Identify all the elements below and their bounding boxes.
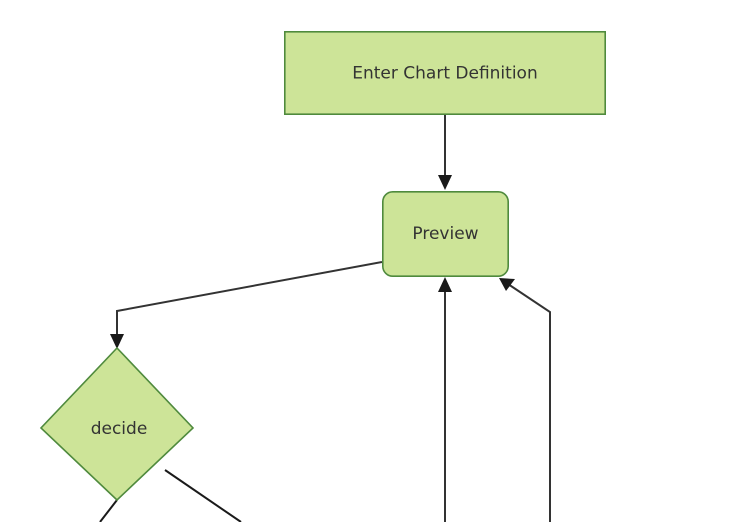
edge-decide-to-down-left	[99, 499, 118, 522]
edge-layer	[99, 115, 551, 522]
node-layer: Enter Chart Definition Preview decide	[39, 30, 606, 502]
node-decide-shape[interactable]	[39, 346, 195, 502]
arrowhead-enter-to-preview-icon	[438, 175, 452, 190]
arrowhead-preview-to-decide-icon	[110, 334, 124, 349]
node-enter-chart-definition-shape[interactable]	[283, 30, 606, 116]
node-decide[interactable]: decide	[39, 346, 195, 502]
node-preview[interactable]: Preview	[381, 191, 509, 278]
node-enter-chart-definition[interactable]: Enter Chart Definition	[283, 30, 606, 116]
arrowhead-bottom-center-to-preview-icon	[438, 277, 452, 292]
node-enter-chart-definition-label: Enter Chart Definition	[352, 64, 537, 84]
edge-preview-to-decide	[116, 261, 383, 340]
arrowhead-bottom-right-to-preview-icon	[499, 278, 515, 291]
node-decide-label: decide	[91, 419, 148, 439]
edge-decide-to-down-right	[164, 469, 242, 522]
node-preview-label: Preview	[412, 224, 478, 244]
node-preview-shape[interactable]	[381, 191, 509, 278]
edge-bottom-right-to-preview	[507, 283, 551, 522]
